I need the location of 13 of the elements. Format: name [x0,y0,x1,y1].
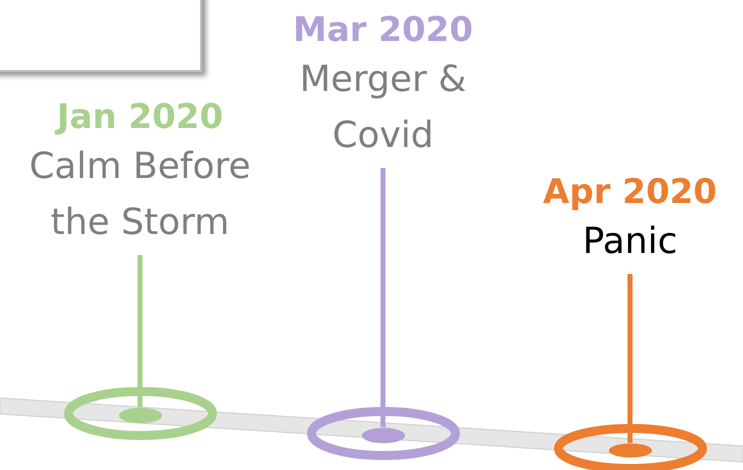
milestone-text: Panic [582,220,678,264]
date-label: Jan 2020 [56,96,224,139]
ring-marker [554,424,706,470]
milestone-text: Calm Before the Storm [28,145,252,245]
ring-marker [64,386,216,440]
date-label: Mar 2020 [292,9,473,52]
stem-line [628,274,632,443]
stem-line [138,255,142,408]
milestone-text: Merger & Covid [298,58,468,158]
stem-line [380,168,386,428]
ring-marker [306,406,460,460]
text-box [0,0,202,72]
date-label: Apr 2020 [543,171,717,214]
